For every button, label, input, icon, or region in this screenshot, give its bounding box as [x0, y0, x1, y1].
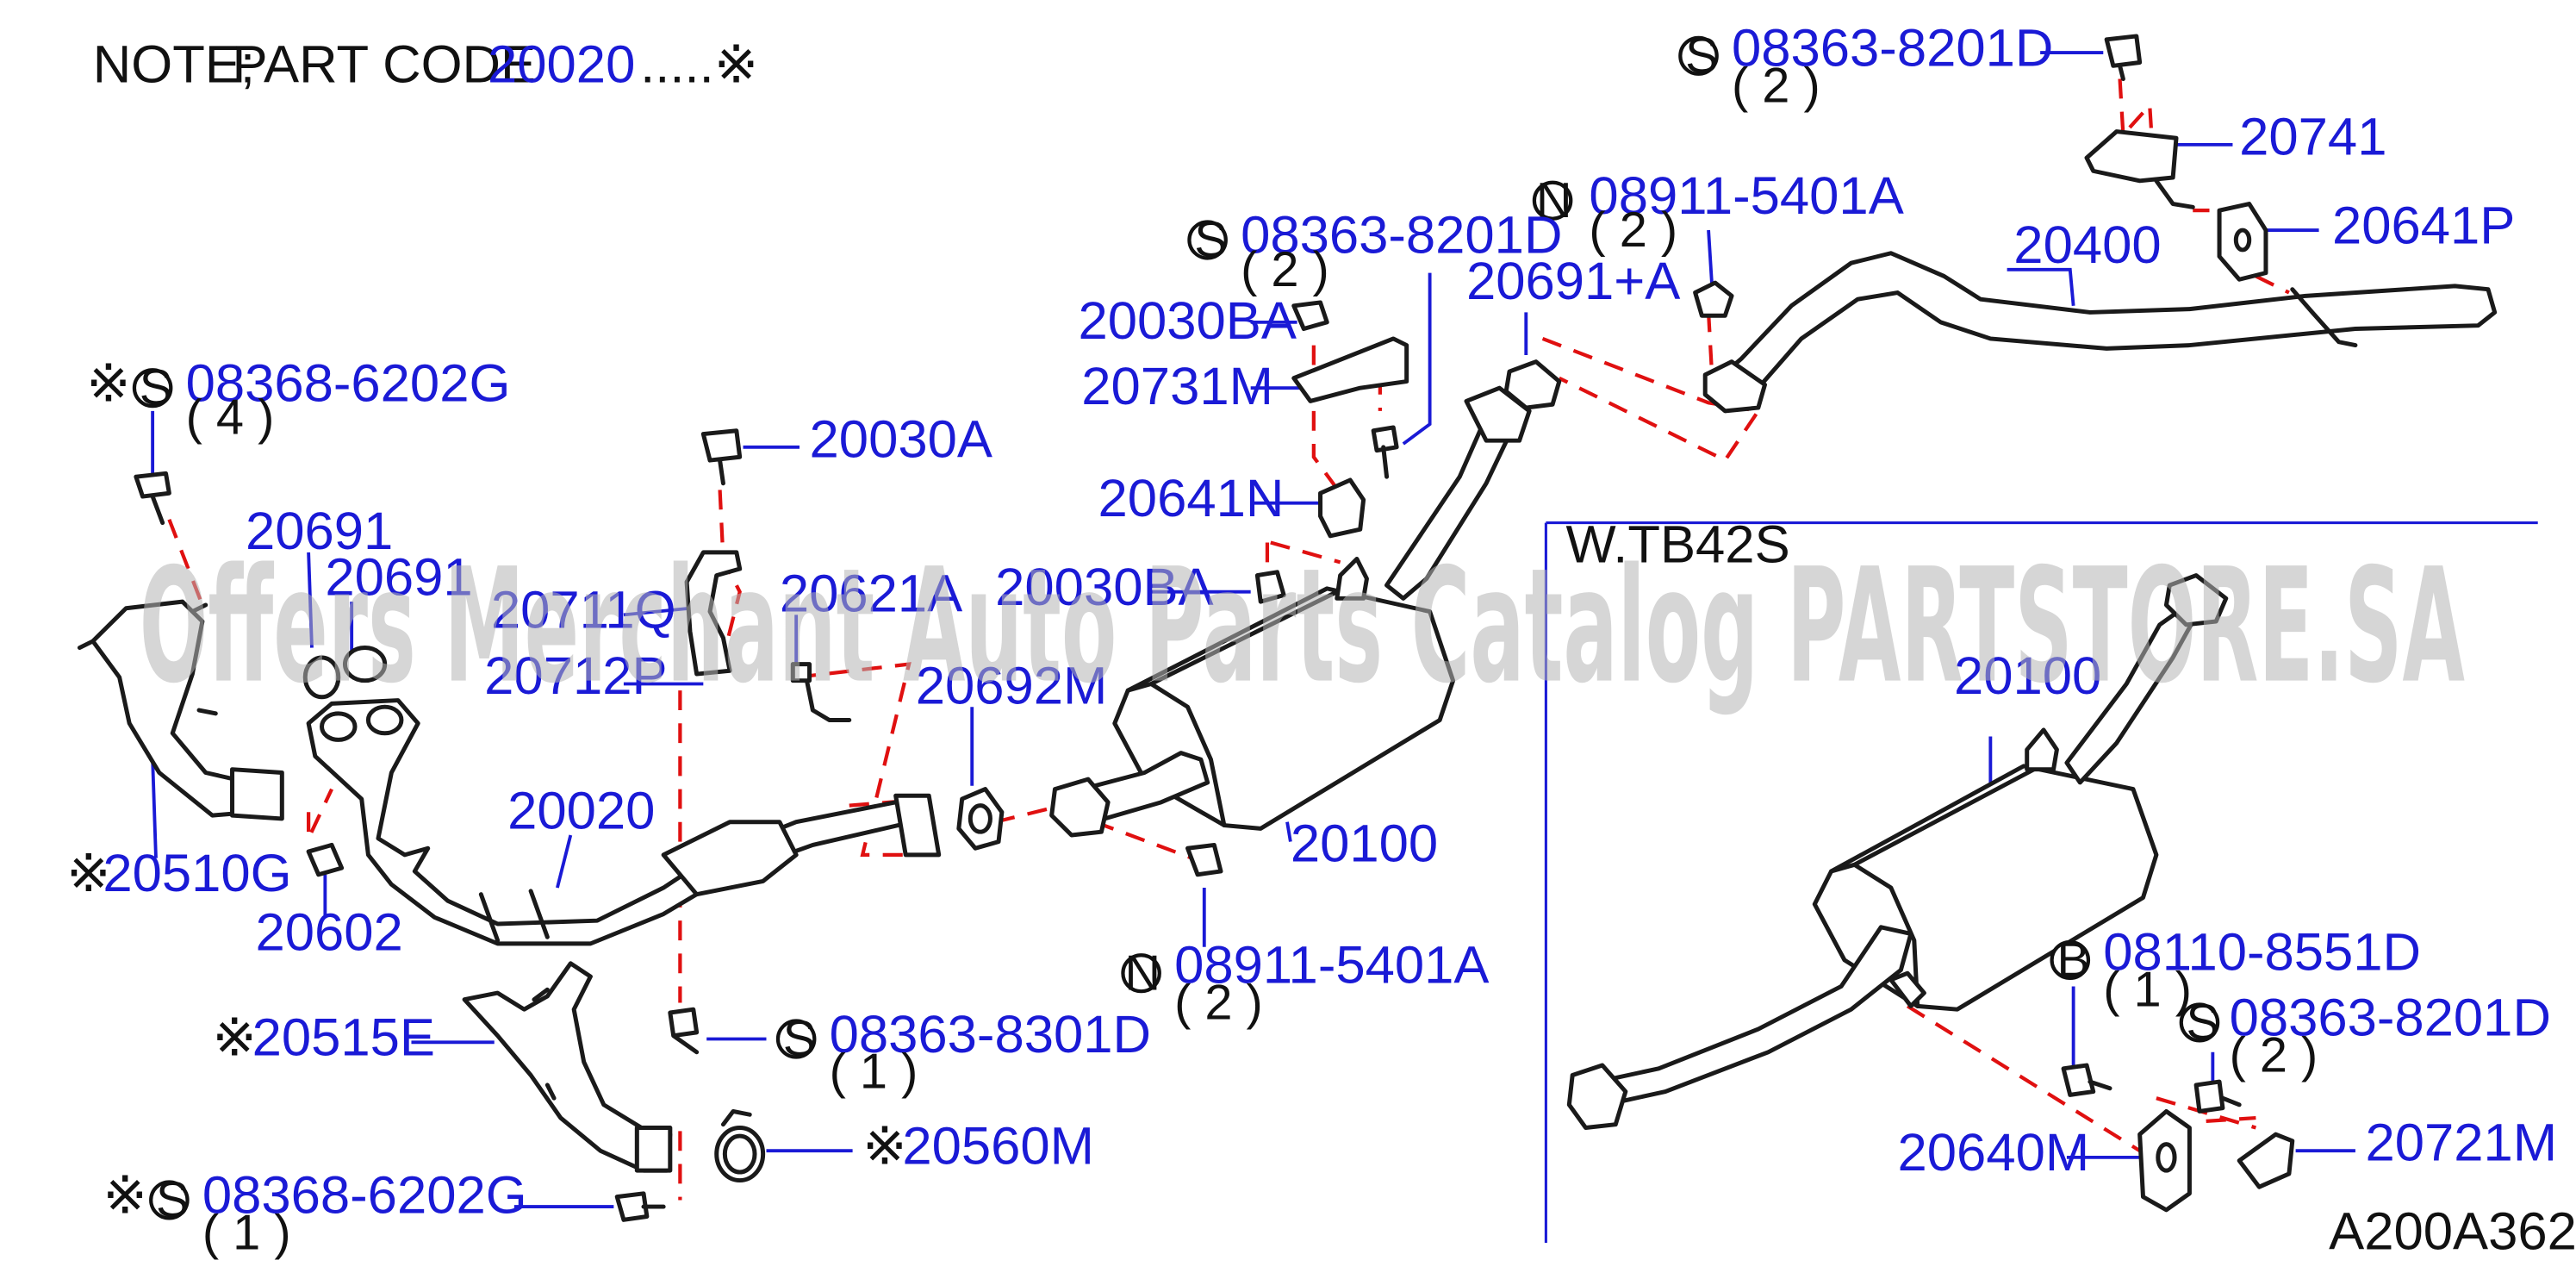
- prefix-n: N: [1536, 173, 1572, 228]
- bracket-20721M: [2237, 1132, 2295, 1189]
- prefix-s: S: [140, 360, 173, 415]
- prefix-s: S: [156, 1173, 190, 1228]
- part-label[interactable]: 20515E: [252, 1008, 435, 1067]
- qty-label: ( 2 ): [1241, 242, 1329, 297]
- part-label[interactable]: 20100: [1291, 814, 1438, 873]
- part-label[interactable]: 20691: [325, 547, 472, 607]
- gasket-20692M: [956, 787, 1005, 851]
- leader-lines: [151, 51, 2538, 1244]
- qty-label: ( 2 ): [2230, 1028, 2318, 1083]
- prefix-s: S: [1685, 28, 1719, 84]
- bracket-20711Q: [684, 550, 743, 677]
- heat-insulator-20515E: [462, 961, 673, 1173]
- clamp-20560M: [714, 1108, 766, 1183]
- part-label[interactable]: 08911-5401A: [1174, 935, 1489, 995]
- callout-letter-circles: S N S S N S S B S: [132, 28, 2220, 1228]
- main-muffler-20100: [1049, 385, 1532, 838]
- part-label[interactable]: 20641P: [2332, 196, 2515, 255]
- bracket-20741: [2084, 129, 2195, 209]
- part-label[interactable]: 08363-8201D: [1732, 18, 2053, 78]
- qty-label: ( 2 ): [1174, 976, 1263, 1031]
- mounting-rubber-20640M: [2137, 1108, 2192, 1213]
- part-label[interactable]: 20510G: [103, 843, 291, 902]
- tail-pipe-20400: [1702, 251, 2498, 414]
- prefix-n: N: [1124, 946, 1160, 1001]
- part-label[interactable]: 08363-8301D: [830, 1004, 1151, 1064]
- qty-label: ( 2 ): [1589, 203, 1677, 258]
- star-mark: ※: [86, 353, 131, 413]
- star-mark: ※: [862, 1116, 907, 1176]
- heat-insulator-20510G: [77, 599, 284, 821]
- part-label[interactable]: 20721M: [2365, 1113, 2557, 1172]
- part-label[interactable]: 20030A: [810, 409, 992, 469]
- part-label[interactable]: 20030BA: [1078, 290, 1297, 350]
- part-label[interactable]: 20602: [255, 902, 402, 962]
- gasket-20691A: [1503, 359, 1562, 410]
- prefix-s: S: [1194, 213, 1228, 268]
- diagram-code: A200A362: [2329, 1201, 2576, 1261]
- section-label: W.TB42S: [1565, 515, 1789, 574]
- front-exhaust-pipe-20020: [306, 698, 942, 946]
- note-prefix: NOTE;: [93, 34, 255, 94]
- sensor-20621A: [790, 662, 852, 722]
- part-label[interactable]: 20100: [1954, 646, 2101, 705]
- watermark-text: Offers Merchant Auto Parts Catalog PARTS…: [140, 534, 2465, 718]
- part-label[interactable]: 20640M: [1898, 1122, 2090, 1182]
- star-mark: ※: [212, 1008, 257, 1067]
- part-label[interactable]: 20711Q: [491, 580, 676, 640]
- nuts-and-bolts: [134, 34, 2242, 1222]
- part-label[interactable]: 20641N: [1098, 468, 1285, 527]
- part-code-note: NOTE; PART CODE 20020 .....※: [93, 34, 759, 94]
- part-label[interactable]: 20560M: [902, 1116, 1094, 1176]
- part-label[interactable]: 08368-6202G: [186, 353, 511, 413]
- part-label[interactable]: 20621A: [780, 564, 962, 623]
- part-label[interactable]: 08911-5401A: [1589, 165, 1903, 225]
- part-label[interactable]: 08363-8201D: [2230, 988, 2551, 1047]
- part-label[interactable]: 20741: [2239, 107, 2386, 166]
- prefix-s: S: [2187, 995, 2220, 1051]
- gaskets-20691: [302, 646, 388, 700]
- part-label[interactable]: 20712P: [484, 646, 667, 705]
- prefix-b: B: [2056, 933, 2090, 988]
- note-suffix: .....※: [640, 34, 758, 94]
- note-label: PART CODE: [233, 34, 537, 94]
- part-labels: 08363-8201D ( 2 ) 20741 08911-5401A ( 2 …: [66, 18, 2576, 1261]
- part-label[interactable]: 20400: [2013, 215, 2161, 274]
- part-label[interactable]: 20691+A: [1466, 251, 1680, 310]
- qty-label: ( 1 ): [2103, 963, 2192, 1018]
- muffler-20100-tb42s: [1566, 573, 2229, 1130]
- part-label[interactable]: 20020: [507, 781, 655, 840]
- qty-label: ( 1 ): [202, 1206, 291, 1261]
- star-mark: ※: [66, 843, 111, 902]
- part-label[interactable]: 20030BA: [995, 557, 1214, 616]
- bracket-20731M: [1291, 336, 1409, 403]
- qty-label: ( 2 ): [1732, 59, 1820, 114]
- mounting-rubber-20641N: [1318, 477, 1366, 539]
- part-label[interactable]: 08110-8551D: [2103, 922, 2421, 982]
- part-label[interactable]: 20692M: [916, 656, 1108, 715]
- qty-label: ( 1 ): [830, 1045, 918, 1100]
- mounting-rubber-20641P: [2217, 202, 2268, 282]
- prefix-s: S: [783, 1012, 817, 1067]
- part-label[interactable]: 08363-8201D: [1241, 205, 1562, 265]
- qty-label: ( 4 ): [186, 390, 275, 446]
- note-code[interactable]: 20020: [488, 34, 635, 94]
- star-mark: ※: [103, 1165, 147, 1225]
- part-label[interactable]: 20691: [246, 501, 393, 560]
- part-label[interactable]: 20731M: [1081, 356, 1273, 415]
- part-label[interactable]: 08368-6202G: [202, 1165, 527, 1225]
